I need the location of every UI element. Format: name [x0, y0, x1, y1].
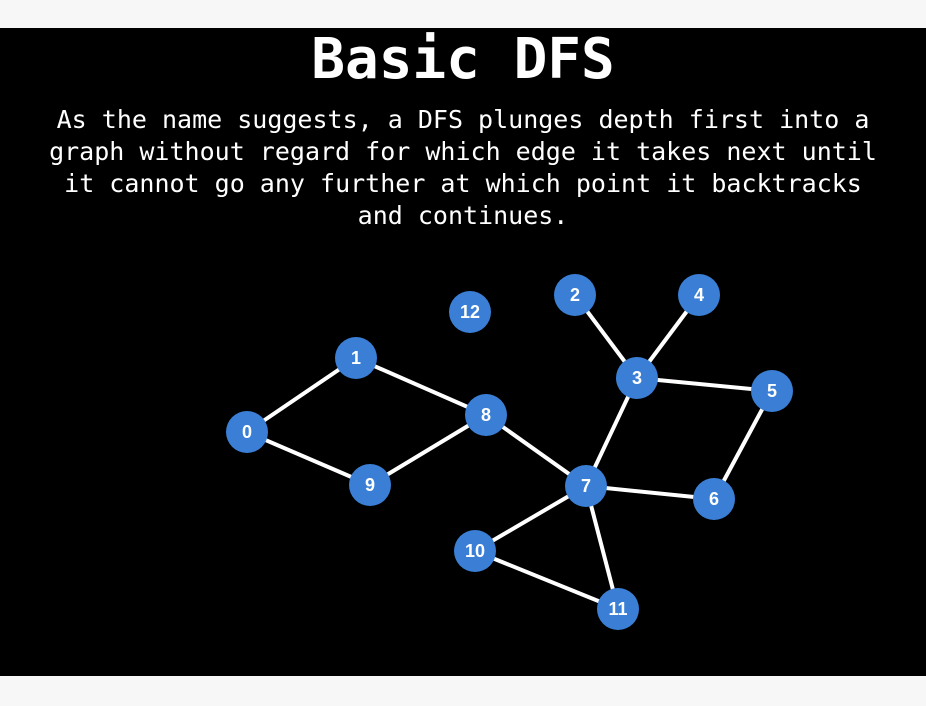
node-circle [335, 337, 377, 379]
node-circle [751, 370, 793, 412]
node-9: 9 [349, 464, 391, 506]
edge-7-10 [473, 484, 588, 553]
edge-7-6 [585, 484, 715, 501]
node-circle [693, 478, 735, 520]
node-label: 10 [465, 541, 485, 561]
node-label: 2 [570, 285, 580, 305]
node-6: 6 [693, 478, 735, 520]
node-11: 11 [597, 588, 639, 630]
edge-3-5 [636, 376, 773, 393]
slide-description: As the name suggests, a DFS plunges dept… [49, 105, 877, 230]
node-0: 0 [226, 411, 268, 453]
node-10: 10 [454, 530, 496, 572]
node-circle [454, 530, 496, 572]
edge-7-11 [584, 485, 620, 610]
node-label: 8 [481, 405, 491, 425]
node-circle [465, 394, 507, 436]
node-label: 5 [767, 381, 777, 401]
node-label: 12 [460, 302, 480, 322]
edges-layer [245, 293, 774, 611]
edge-0-9 [246, 430, 371, 487]
node-circle [616, 357, 658, 399]
node-circle [226, 411, 268, 453]
node-label: 0 [242, 422, 252, 442]
node-4: 4 [678, 274, 720, 316]
node-2: 2 [554, 274, 596, 316]
node-label: 4 [694, 285, 704, 305]
edge-0-1 [245, 356, 358, 434]
node-circle [449, 291, 491, 333]
node-12: 12 [449, 291, 491, 333]
node-circle [349, 464, 391, 506]
node-label: 6 [709, 489, 719, 509]
node-circle [597, 588, 639, 630]
node-circle [554, 274, 596, 316]
edge-9-8 [368, 413, 488, 487]
node-label: 1 [351, 348, 361, 368]
node-label: 11 [608, 599, 627, 619]
edge-1-8 [355, 356, 487, 417]
node-label: 9 [365, 475, 375, 495]
node-label: 3 [632, 368, 642, 388]
slide-title: Basic DFS [311, 28, 615, 92]
node-circle [678, 274, 720, 316]
node-1: 1 [335, 337, 377, 379]
node-circle [565, 465, 607, 507]
node-7: 7 [565, 465, 607, 507]
node-3: 3 [616, 357, 658, 399]
node-label: 7 [581, 476, 591, 496]
slide: Basic DFS As the name suggests, a DFS pl… [0, 28, 926, 676]
edge-10-11 [474, 549, 619, 611]
node-8: 8 [465, 394, 507, 436]
node-5: 5 [751, 370, 793, 412]
